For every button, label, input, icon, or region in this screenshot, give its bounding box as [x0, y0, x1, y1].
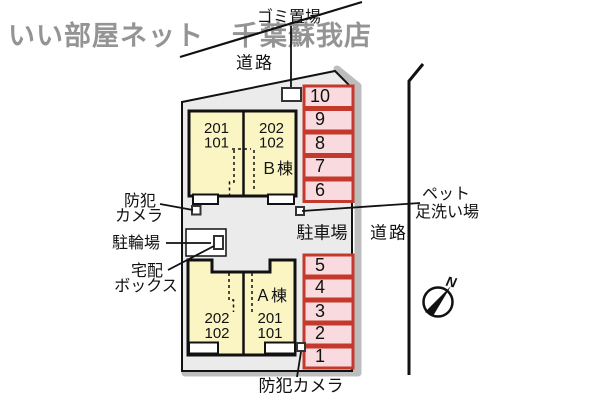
- parking-top-group: 10 9 8 7 6: [302, 84, 355, 203]
- building-b-porch-right: [267, 193, 295, 205]
- pet-wash-leader-line: [301, 202, 421, 212]
- unit-a-102-label: 102: [204, 325, 229, 342]
- label-garbage-area: ゴミ置場: [257, 7, 321, 26]
- parking-space-2-rect: [302, 322, 355, 347]
- parking-space-7: 7: [302, 155, 355, 180]
- building-a: 202 102 201 101 Ａ棟: [186, 258, 297, 357]
- building-a-entry-path-left: [228, 273, 235, 312]
- label-bicycle-parking: 駐輪場: [112, 234, 160, 252]
- building-a-porch-right: [264, 341, 296, 355]
- label-camera-top-line1: 防犯: [124, 192, 156, 210]
- parking-space-9-number: 9: [315, 109, 325, 129]
- parking-space-6-number: 6: [315, 180, 325, 200]
- unit-b-101-label: 101: [204, 134, 229, 151]
- watermark-shop-name: いい部屋ネット 千葉蘇我店: [8, 21, 372, 51]
- parking-space-6: 6: [302, 178, 355, 203]
- parking-space-4: 4: [302, 276, 355, 301]
- label-road-top: 道路: [236, 53, 274, 72]
- label-pet-wash-line1: ペット: [422, 186, 470, 203]
- building-b-name: Ｂ棟: [261, 160, 293, 178]
- parking-space-7-rect: [302, 155, 355, 180]
- parking-space-8: 8: [302, 131, 355, 156]
- parking-space-9-rect: [302, 108, 355, 133]
- parking-space-3-number: 3: [315, 301, 325, 321]
- building-a-outline: [186, 258, 297, 357]
- label-parking-lot: 駐車場: [297, 223, 348, 242]
- building-b-porch-left: [192, 193, 219, 205]
- parking-space-4-number: 4: [315, 277, 325, 297]
- parking-space-9: 9: [302, 108, 355, 133]
- label-delivery-box-line2: ボックス: [114, 277, 178, 295]
- label-delivery-box-line1: 宅配: [131, 262, 163, 280]
- parking-space-2-number: 2: [315, 323, 325, 343]
- camera-top-leader-line: [159, 203, 194, 211]
- label-pet-wash-line2: 足洗い場: [415, 203, 479, 221]
- site-shadow: [181, 65, 362, 377]
- parking-space-6-rect: [302, 178, 355, 203]
- unit-a-101-label: 101: [257, 325, 282, 342]
- parking-space-8-rect: [302, 131, 355, 156]
- camera-bottom-leader-line: [296, 351, 302, 378]
- label-camera-top-line2: カメラ: [115, 208, 163, 225]
- parking-space-4-rect: [302, 276, 355, 301]
- parking-space-1-rect: [302, 345, 355, 370]
- delivery-box-marker: [213, 235, 224, 250]
- parking-space-3-rect: [302, 299, 355, 324]
- parking-space-10-rect: [302, 84, 355, 109]
- delivery-leader-line: [167, 245, 215, 271]
- label-road-right: 道路: [370, 223, 408, 242]
- road-edge-top: [179, 0, 363, 59]
- parking-space-5-number: 5: [315, 255, 325, 275]
- unit-b-202-label: 202: [259, 120, 284, 137]
- parking-bottom-group: 5 4 3 2 1: [302, 253, 355, 370]
- parking-space-1: 1: [302, 345, 355, 370]
- building-a-porch-left: [188, 341, 219, 355]
- parking-space-5: 5: [302, 253, 355, 278]
- north-arrow-icon: [425, 286, 451, 316]
- security-camera-marker-top: [191, 205, 202, 216]
- unit-b-102-label: 102: [259, 134, 284, 151]
- compass-north-label: N: [445, 273, 459, 291]
- parking-space-10: 10: [302, 84, 355, 109]
- security-camera-marker-bottom: [296, 342, 306, 352]
- parking-space-8-number: 8: [315, 133, 325, 153]
- unit-a-202-label: 202: [204, 310, 229, 327]
- parking-space-2: 2: [302, 322, 355, 347]
- label-camera-bottom: 防犯カメラ: [259, 376, 344, 395]
- parking-space-1-number: 1: [315, 346, 325, 366]
- parking-space-10-number: 10: [310, 86, 330, 106]
- parking-space-5-rect: [302, 253, 355, 278]
- building-b-entry-path-left: [228, 148, 251, 195]
- compass: N: [422, 273, 459, 318]
- unit-b-201-label: 201: [204, 120, 229, 137]
- building-a-name: Ａ棟: [255, 287, 287, 305]
- parking-space-3: 3: [302, 299, 355, 324]
- parking-space-7-number: 7: [315, 156, 325, 176]
- garbage-box-marker: [281, 87, 302, 102]
- unit-a-201-label: 201: [257, 310, 282, 327]
- road-edge-right: [407, 63, 425, 375]
- building-b: 201 101 202 102 Ｂ棟: [187, 109, 298, 205]
